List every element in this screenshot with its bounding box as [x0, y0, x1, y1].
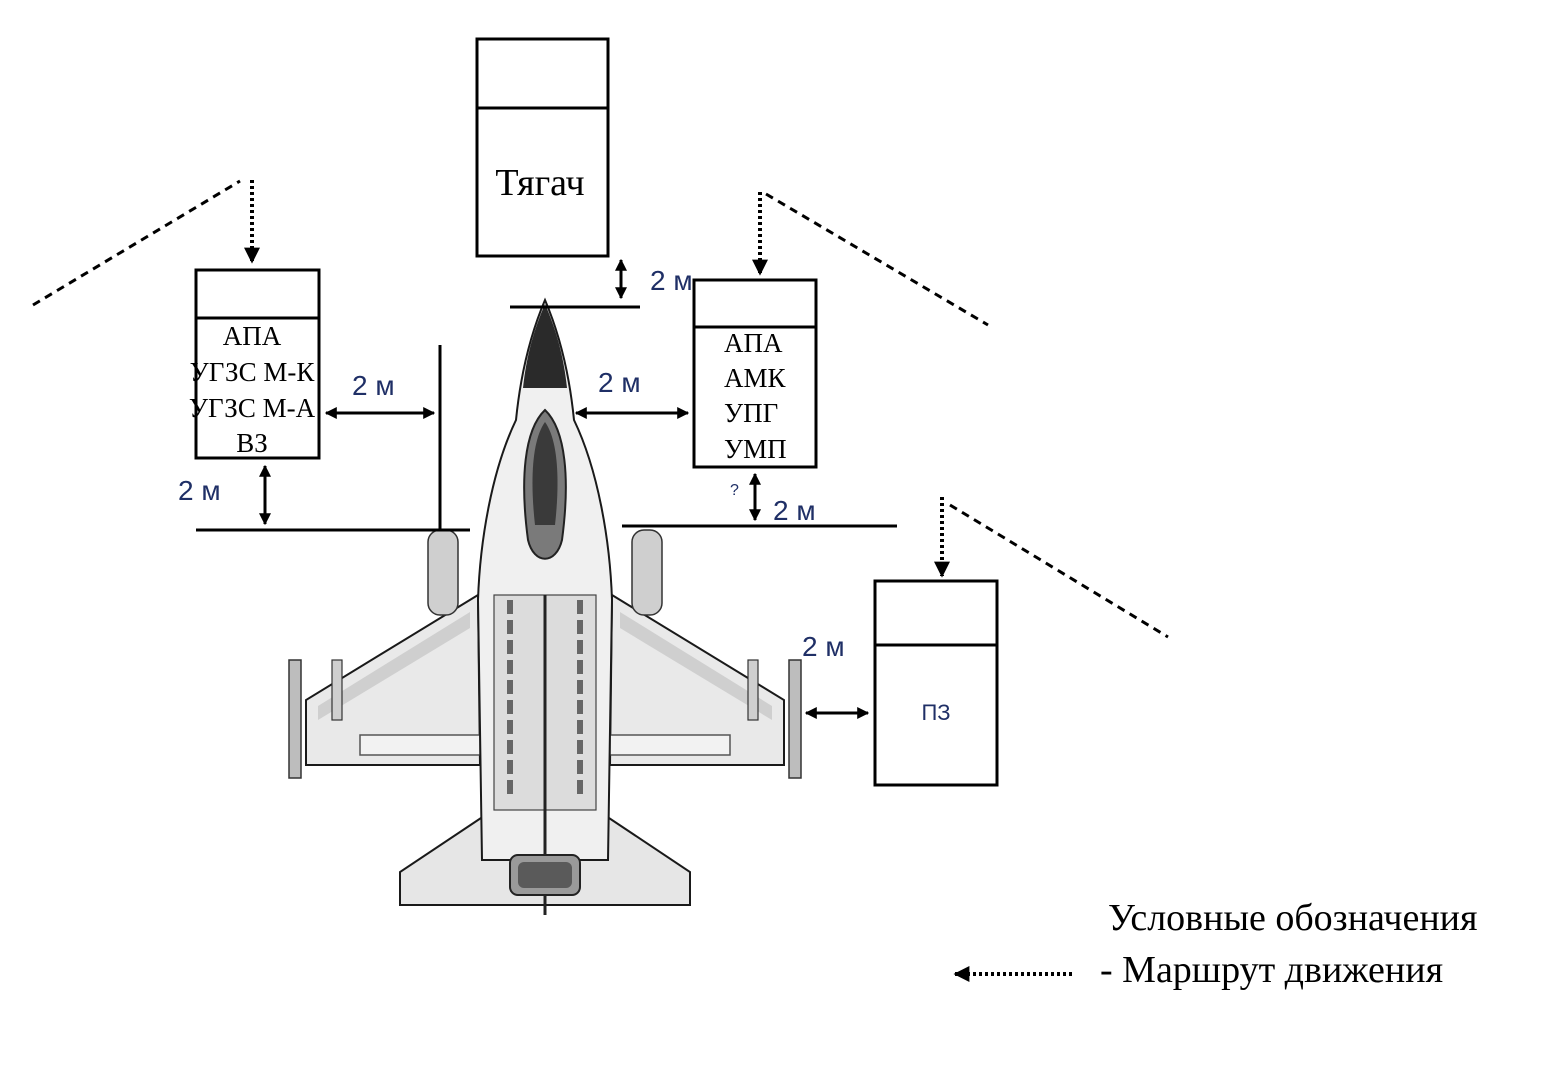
right-rear-dimension: 2 м: [622, 472, 897, 528]
legend: Условные обозначения - Маршрут движения: [953, 897, 1478, 991]
left-vehicle-line-1: АПА: [223, 321, 282, 351]
right-vehicle-mark: ?: [730, 482, 739, 499]
tow-gap-label: 2 м: [650, 265, 693, 296]
right-rear-label: 2 м: [773, 495, 816, 526]
right-side-label: 2 м: [598, 367, 641, 398]
legend-title: Условные обозначения: [1108, 897, 1478, 939]
legend-route-label: - Маршрут движения: [1100, 949, 1443, 991]
left-side-dimension: 2 м: [324, 345, 442, 530]
fighter-aircraft-top-view: [288, 297, 802, 915]
right-side-dimension: 2 м: [574, 367, 690, 419]
right-vehicle-line-1: АПА: [724, 328, 783, 358]
left-vehicle-line-4: ВЗ: [236, 428, 268, 458]
pz-vehicle-route: [934, 497, 1169, 639]
left-vehicle-line-2: УГЗС М-К: [190, 357, 316, 387]
left-vehicle-line-3: УГЗС М-А: [189, 393, 316, 423]
right-vehicle-line-3: УПГ: [724, 398, 778, 428]
right-vehicle-body: [692, 278, 818, 469]
pz-vehicle-body: [873, 579, 999, 787]
left-side-label: 2 м: [352, 370, 395, 401]
right-vehicle-route: [752, 192, 989, 327]
right-vehicle-line-2: АМК: [724, 363, 787, 393]
pz-side-dimension: 2 м: [802, 631, 870, 719]
left-vehicle-body: [194, 268, 321, 460]
tow-vehicle-body: [475, 37, 610, 258]
pz-vehicle: ПЗ: [873, 579, 999, 787]
pz-vehicle-label: ПЗ: [921, 700, 950, 725]
tow-vehicle-label: Тягач: [495, 162, 584, 204]
tow-gap-dimension: 2 м: [510, 258, 693, 309]
left-rear-dimension: 2 м: [178, 464, 470, 532]
right-vehicle-line-4: УМП: [724, 434, 787, 464]
right-service-vehicle: АПА АМК УПГ УМП ?: [692, 278, 818, 499]
left-service-vehicle: АПА УГЗС М-К УГЗС М-А ВЗ: [189, 268, 321, 460]
left-rear-label: 2 м: [178, 475, 221, 506]
left-vehicle-route: [32, 179, 260, 307]
pz-side-label: 2 м: [802, 631, 845, 662]
tow-vehicle: Тягач: [475, 37, 610, 258]
